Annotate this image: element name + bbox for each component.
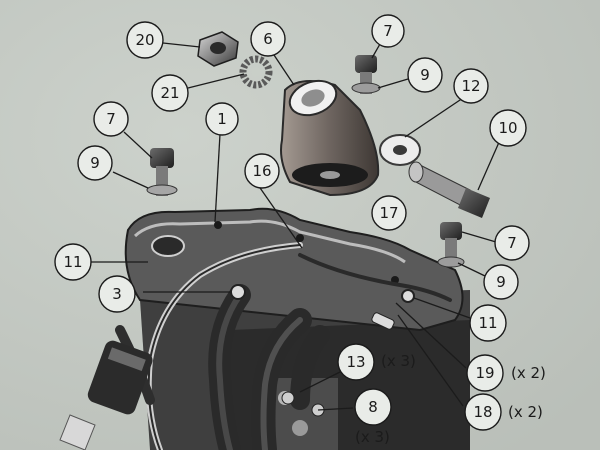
bolt-left xyxy=(146,148,178,196)
callout-9-top: 9 xyxy=(407,57,443,93)
callout-17: 17 xyxy=(371,195,407,231)
cables xyxy=(115,242,452,450)
bolt-right xyxy=(437,222,465,268)
nut xyxy=(197,31,239,67)
callout-label: 6 xyxy=(263,30,273,48)
callout-13: 13 xyxy=(337,343,375,381)
callout-circle xyxy=(337,343,375,381)
callout-label: 20 xyxy=(135,31,154,49)
callout-circle xyxy=(466,354,504,392)
callout-12: 12 xyxy=(453,68,489,104)
cover-plate xyxy=(124,207,464,332)
callout-label: 10 xyxy=(498,119,517,137)
multiplier-8: (x 3) xyxy=(355,428,390,446)
callout-21: 21 xyxy=(151,74,189,112)
long-bolt xyxy=(408,161,490,218)
callout-11-right: 11 xyxy=(469,304,507,342)
callout-20: 20 xyxy=(126,21,164,59)
callout-circle xyxy=(483,264,519,300)
callout-circle xyxy=(250,21,286,57)
callout-label: 9 xyxy=(496,273,506,291)
callout-label: 18 xyxy=(473,403,492,421)
multiplier-13: (x 3) xyxy=(381,352,416,370)
callout-circle xyxy=(77,145,113,181)
callout-circle xyxy=(354,388,392,426)
callout-circle xyxy=(93,101,129,137)
callout-7-left: 7 xyxy=(93,101,129,137)
callout-3: 3 xyxy=(98,275,136,313)
callout-9-left: 9 xyxy=(77,145,113,181)
callout-7-right: 7 xyxy=(494,225,530,261)
callout-circle xyxy=(54,243,92,281)
callout-label: 11 xyxy=(478,314,497,332)
callout-circle xyxy=(205,102,239,136)
callout-circle xyxy=(126,21,164,59)
terminals xyxy=(230,284,415,417)
callout-11-left: 11 xyxy=(54,243,92,281)
callout-label: 13 xyxy=(346,353,365,371)
connector-plug xyxy=(59,340,153,450)
callout-label: 7 xyxy=(383,22,393,40)
callout-circle xyxy=(469,304,507,342)
callout-label: 16 xyxy=(252,162,271,180)
lock-washer xyxy=(239,55,273,89)
callout-9-right: 9 xyxy=(483,264,519,300)
elbow-fitting xyxy=(280,79,380,197)
callout-10: 10 xyxy=(489,109,527,147)
callout-circle xyxy=(453,68,489,104)
callout-circle xyxy=(244,153,280,189)
callout-19: 19 xyxy=(466,354,504,392)
callout-label: 17 xyxy=(379,204,398,222)
callout-label: 11 xyxy=(63,253,82,271)
callout-circle xyxy=(489,109,527,147)
multiplier-19: (x 2) xyxy=(511,364,546,382)
callout-6: 6 xyxy=(250,21,286,57)
bolt-top xyxy=(351,55,381,94)
callout-label: 7 xyxy=(507,234,517,252)
callout-circle xyxy=(464,393,502,431)
callout-circle xyxy=(407,57,443,93)
leader-lines xyxy=(91,36,501,411)
callout-circle xyxy=(98,275,136,313)
callout-label: 9 xyxy=(420,66,430,84)
callout-18: 18 xyxy=(464,393,502,431)
callout-label: 8 xyxy=(368,398,378,416)
callout-label: 3 xyxy=(112,285,122,303)
callout-label: 19 xyxy=(475,364,494,382)
callout-circle xyxy=(494,225,530,261)
callout-circle xyxy=(151,74,189,112)
callout-label: 9 xyxy=(90,154,100,172)
callout-7-top: 7 xyxy=(371,14,405,48)
callout-circle xyxy=(371,195,407,231)
callout-1: 1 xyxy=(205,102,239,136)
callout-16: 16 xyxy=(244,153,280,189)
callout-label: 7 xyxy=(106,110,116,128)
callout-8: 8 xyxy=(354,388,392,426)
multiplier-18: (x 2) xyxy=(508,403,543,421)
callout-label: 21 xyxy=(160,84,179,102)
callout-circle xyxy=(371,14,405,48)
callout-label: 12 xyxy=(461,77,480,95)
callout-label: 1 xyxy=(217,110,227,128)
flat-washer xyxy=(379,134,421,166)
